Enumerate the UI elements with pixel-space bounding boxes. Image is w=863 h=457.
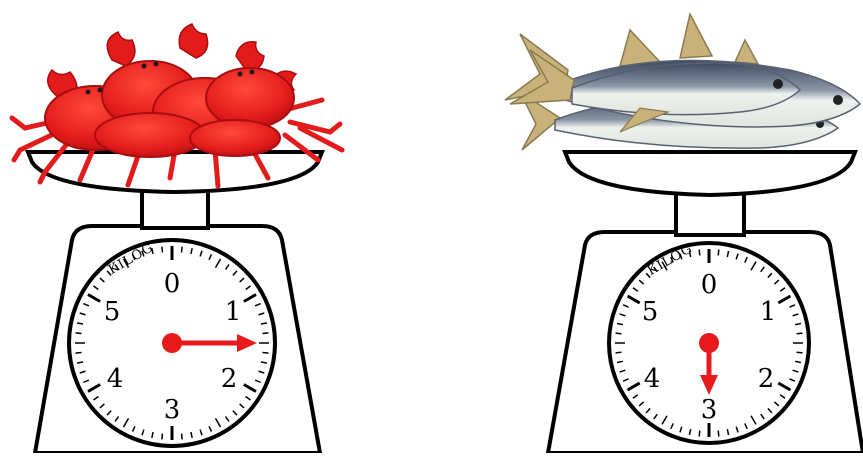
dial-tick <box>699 431 700 437</box>
dial-tick <box>263 353 269 354</box>
dial-tick <box>162 247 163 253</box>
dial-number-4: 4 <box>644 364 661 394</box>
dial-tick <box>76 353 82 354</box>
dial-tick <box>616 333 622 334</box>
dial-tick <box>76 333 82 334</box>
dial-number-1: 1 <box>760 297 777 327</box>
dial-number-3: 3 <box>164 395 181 425</box>
dial-number-2: 2 <box>758 364 775 394</box>
dial-number-1: 1 <box>225 297 242 327</box>
pointer-hub <box>699 333 719 353</box>
dial-number-5: 5 <box>642 297 659 327</box>
dial-tick <box>182 434 183 440</box>
dial-tick <box>718 431 719 437</box>
left-scale: 0 1 2 3 4 5 KILOG <box>12 24 342 453</box>
dial-number-4: 4 <box>107 364 124 394</box>
dial-tick <box>699 250 700 256</box>
dial-tick <box>162 434 163 440</box>
pointer-hub <box>162 333 182 353</box>
dial-number-3: 3 <box>701 395 718 425</box>
dial-tick <box>797 333 803 334</box>
dial-tick <box>182 247 183 253</box>
dial-number-0: 0 <box>164 269 181 299</box>
dial-tick <box>616 352 622 353</box>
dial-number-5: 5 <box>104 297 121 327</box>
dial-tick <box>797 352 803 353</box>
dial-tick <box>263 333 269 334</box>
scale-neck <box>676 193 744 235</box>
right-scale: 0 1 2 3 4 5 KILOG <box>505 14 863 453</box>
scale-pan <box>565 152 855 195</box>
tuna-fish-pile <box>505 14 860 150</box>
dial-number-2: 2 <box>221 364 238 394</box>
dial-tick <box>718 250 719 256</box>
dial-number-0: 0 <box>701 270 718 300</box>
